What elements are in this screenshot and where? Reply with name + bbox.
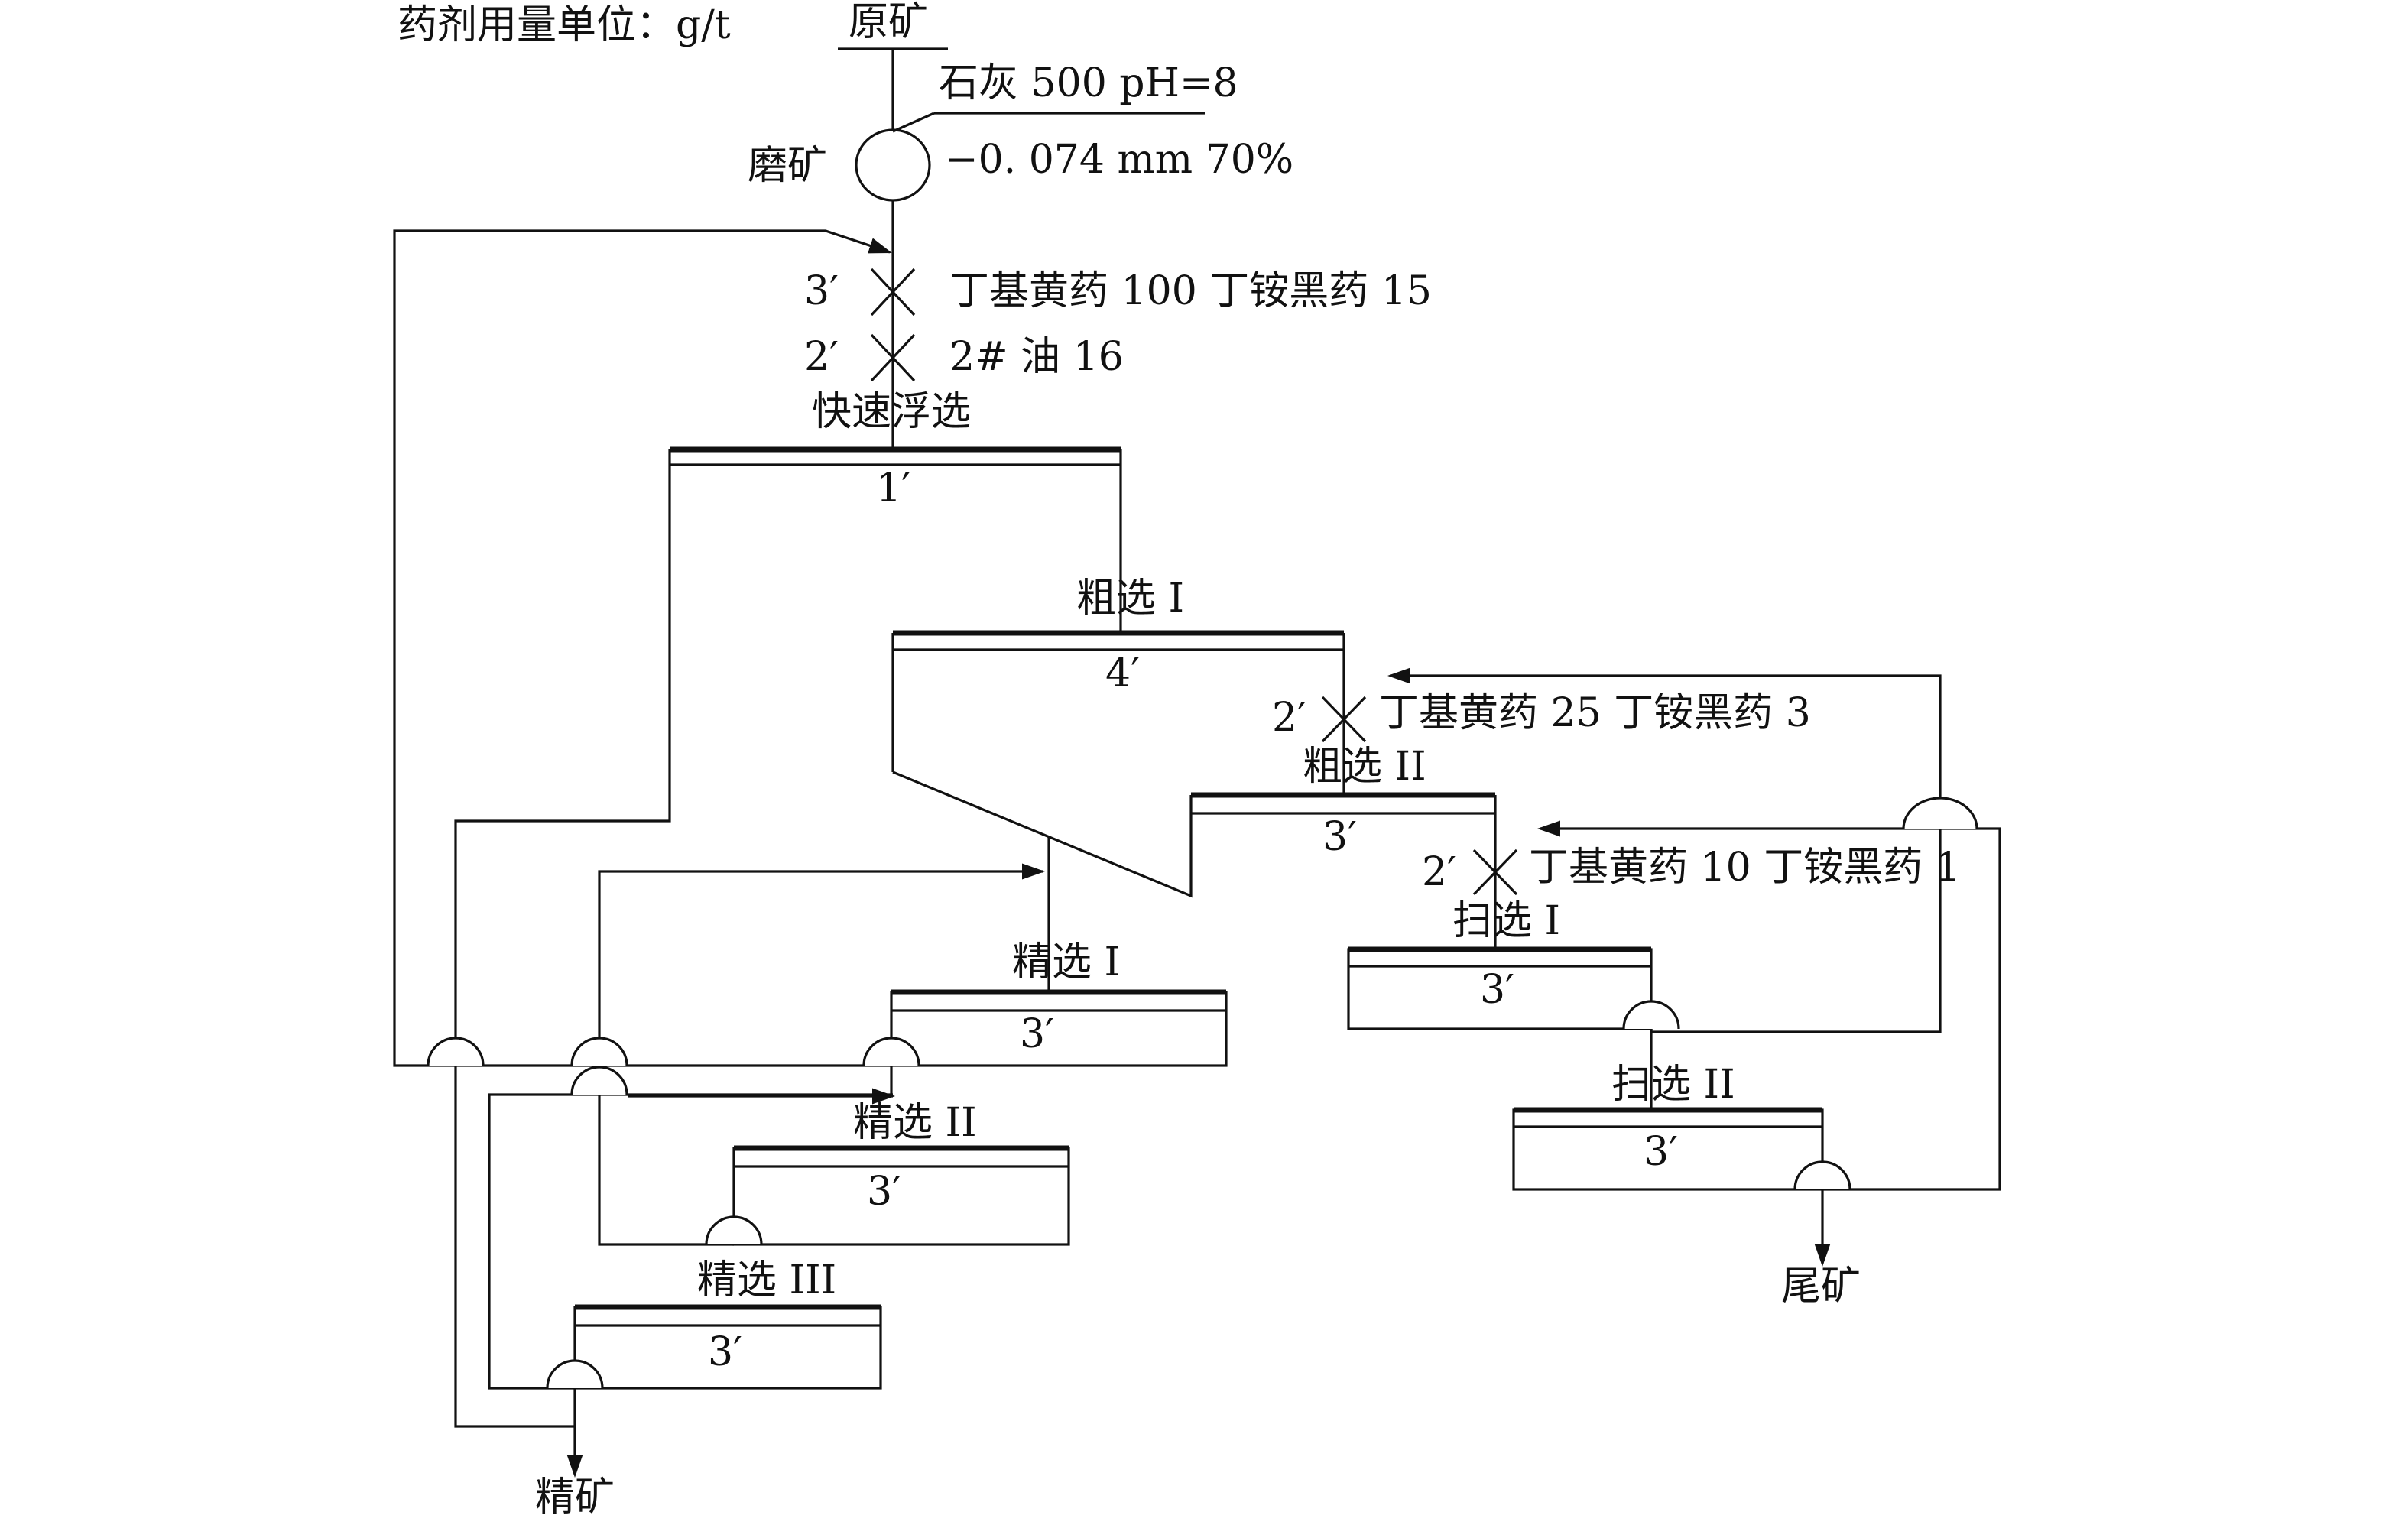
- reagent-mark-4: [1472, 848, 1518, 896]
- clean1-label: 精选 I: [1012, 939, 1120, 985]
- clean3-box: [573, 1306, 882, 1390]
- reagent-text-3: 丁基黄药 25 丁铵黑药 3: [1379, 690, 1811, 736]
- reagent-text-1: 丁基黄药 100 丁铵黑药 15: [949, 268, 1432, 314]
- dosage-unit-label: 药剂用量单位：g/t: [398, 2, 731, 48]
- tailings-label: 尾矿: [1781, 1264, 1861, 1309]
- hop-left-1: [427, 1037, 485, 1066]
- hop-scav1-return: [1902, 797, 1978, 829]
- feed-label: 原矿: [849, 0, 928, 45]
- hop-left-5: [705, 1215, 763, 1245]
- reagent-mark-2: [870, 333, 916, 382]
- scav2-time: 3′: [1644, 1129, 1678, 1175]
- concentrate-label: 精矿: [535, 1475, 615, 1520]
- reagent-text-4: 丁基黄药 10 丁铵黑药 1: [1529, 845, 1961, 891]
- rougher2-time: 3′: [1322, 814, 1357, 860]
- grinding-label: 磨矿: [748, 143, 827, 189]
- hop-scav2-tail: [1622, 1000, 1680, 1030]
- hop-left-6: [546, 1359, 604, 1389]
- lime-branch: [892, 112, 935, 133]
- hop-left-3: [862, 1037, 920, 1066]
- fast-float-time: 1′: [876, 466, 910, 511]
- reagent-time-3: 2′: [1272, 695, 1306, 741]
- scav2-box: [1512, 1108, 1824, 1191]
- hop-left-4: [570, 1066, 628, 1095]
- clean1-box: [890, 991, 1228, 1067]
- reagent-time-1: 3′: [804, 268, 839, 314]
- reagent-time-4: 2′: [1422, 849, 1456, 895]
- clean2-tail-return: [598, 863, 1045, 1246]
- clean3-tail-return: [488, 1093, 893, 1390]
- rougher-sloped-bottom: [892, 771, 1193, 898]
- ff-conc-line: [454, 465, 671, 1428]
- rougher1-time: 4′: [1105, 651, 1140, 696]
- scav1-label: 扫选 I: [1452, 898, 1560, 944]
- clean3-label: 精选 III: [697, 1257, 836, 1303]
- scav1-time: 3′: [1480, 967, 1514, 1013]
- scav1-return-line: [1387, 667, 1942, 1033]
- fast-float-label: 快速浮选: [812, 389, 971, 435]
- clean1-conc-line: [628, 1066, 895, 1105]
- rougher2-label: 粗选 II: [1303, 744, 1426, 790]
- reagent-text-2: 2# 油 16: [949, 334, 1124, 380]
- clean1-tail-return: [393, 229, 892, 1067]
- grinding-fineness: −0. 074 mm 70%: [945, 137, 1293, 183]
- reagent-mark-1: [870, 268, 916, 316]
- clean2-time: 3′: [867, 1169, 901, 1215]
- hop-left-2: [570, 1037, 628, 1066]
- clean3-time: 3′: [708, 1329, 742, 1375]
- scav2-return-line: [1537, 820, 2001, 1191]
- grinding-mill: [855, 128, 931, 202]
- reagent-mark-3: [1321, 696, 1367, 743]
- clean2-box: [732, 1147, 1070, 1246]
- scav2-label: 扫选 II: [1611, 1062, 1735, 1108]
- reagent-time-2: 2′: [804, 334, 839, 380]
- clean2-label: 精选 II: [853, 1100, 977, 1146]
- scav1-box: [1347, 948, 1653, 1030]
- rougher1-label: 粗选 I: [1076, 576, 1184, 621]
- lime-reagent: 石灰 500 pH=8: [939, 60, 1238, 106]
- hop-scav2-conc: [1793, 1160, 1851, 1190]
- clean1-time: 3′: [1020, 1011, 1054, 1057]
